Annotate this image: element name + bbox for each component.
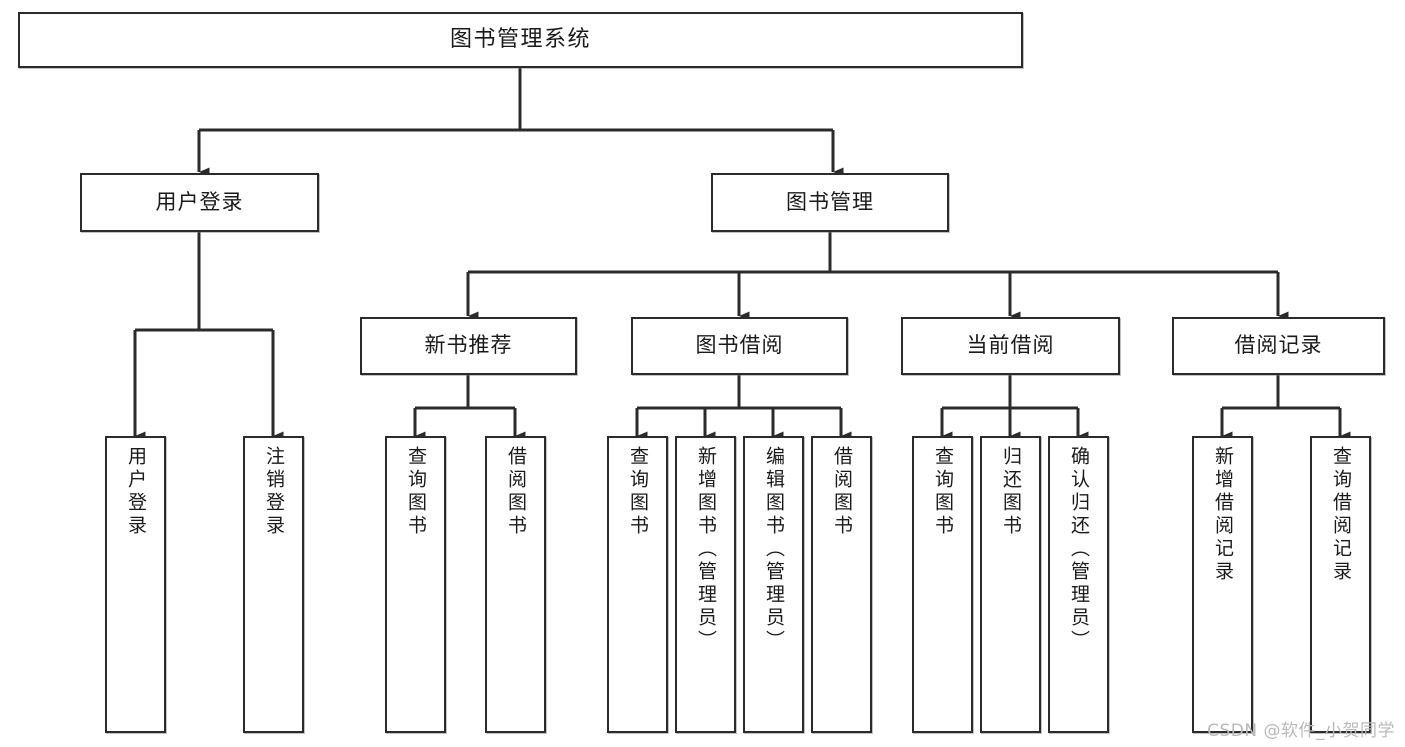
- node-label: 查询借阅记录: [1330, 446, 1352, 584]
- leaf-current-borrow-return-book[interactable]: 归还图书: [980, 436, 1041, 733]
- leaf-current-borrow-confirm-return-admin[interactable]: 确认归还（管理员）: [1048, 436, 1109, 733]
- leaf-current-borrow-query-book[interactable]: 查询图书: [912, 436, 973, 733]
- node-label: 新增图书（管理员）: [695, 446, 717, 653]
- leaf-user-login-logout[interactable]: 注销登录: [243, 436, 304, 733]
- node-label: 编辑图书（管理员）: [763, 446, 785, 653]
- node-label: 新书推荐: [424, 333, 513, 358]
- node-label: 用户登录: [125, 446, 147, 538]
- node-label: 新增借阅记录: [1212, 446, 1234, 584]
- node-label: 查询图书: [405, 446, 427, 538]
- node-new-book-recommendation[interactable]: 新书推荐: [360, 317, 577, 375]
- leaf-user-login-login[interactable]: 用户登录: [105, 436, 166, 733]
- node-label: 借阅图书: [505, 446, 527, 538]
- node-current-borrow[interactable]: 当前借阅: [901, 317, 1120, 375]
- node-label: 用户登录: [155, 189, 244, 214]
- node-book-borrow[interactable]: 图书借阅: [631, 317, 848, 375]
- csdn-watermark: CSDN @软件_小贺同学: [1207, 721, 1395, 741]
- node-label: 借阅图书: [831, 446, 853, 538]
- node-label: 归还图书: [1000, 446, 1022, 538]
- leaf-new-book-query-book[interactable]: 查询图书: [385, 436, 446, 733]
- leaf-book-borrow-borrow-book[interactable]: 借阅图书: [811, 436, 872, 733]
- node-borrow-record[interactable]: 借阅记录: [1172, 317, 1385, 375]
- node-label: 当前借阅: [966, 333, 1055, 358]
- node-label: 图书借阅: [695, 333, 784, 358]
- leaf-book-borrow-edit-book-admin[interactable]: 编辑图书（管理员）: [743, 436, 804, 733]
- node-label: 图书管理: [786, 189, 874, 214]
- leaf-book-borrow-add-book-admin[interactable]: 新增图书（管理员）: [675, 436, 736, 733]
- node-label: 确认归还（管理员）: [1068, 446, 1090, 653]
- leaf-book-borrow-query-book[interactable]: 查询图书: [607, 436, 668, 733]
- node-label: 查询图书: [932, 446, 954, 538]
- node-label: 图书管理系统: [449, 26, 591, 52]
- node-label: 注销登录: [263, 446, 285, 538]
- leaf-borrow-record-add-record[interactable]: 新增借阅记录: [1192, 436, 1253, 733]
- leaf-borrow-record-query-record[interactable]: 查询借阅记录: [1310, 436, 1371, 733]
- node-user-login[interactable]: 用户登录: [80, 173, 319, 232]
- leaf-new-book-borrow-book[interactable]: 借阅图书: [485, 436, 546, 733]
- node-root-book-management-system[interactable]: 图书管理系统: [18, 12, 1023, 68]
- node-label: 借阅记录: [1234, 333, 1323, 358]
- node-book-management[interactable]: 图书管理: [711, 173, 949, 232]
- node-label: 查询图书: [627, 446, 649, 538]
